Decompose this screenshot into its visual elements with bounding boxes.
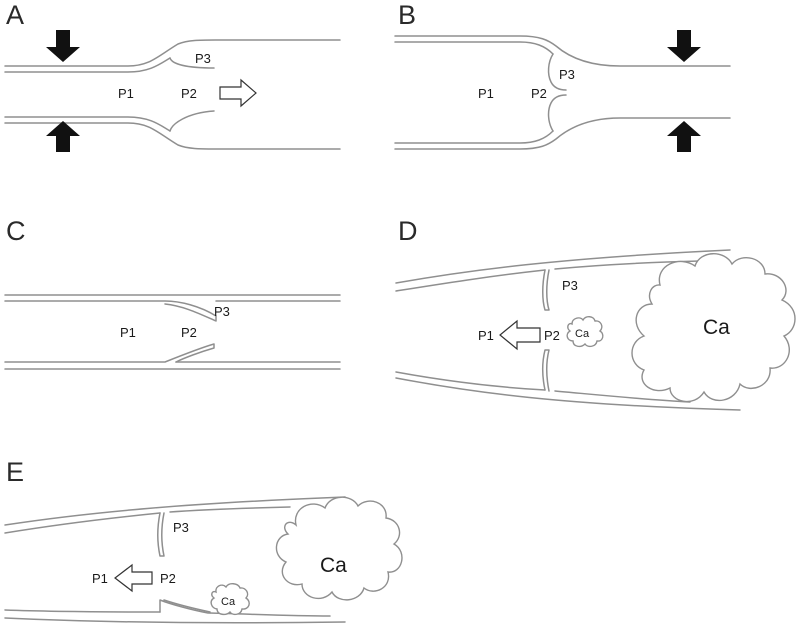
panel-d: D Ca Ca P1 P2 P3: [395, 216, 796, 411]
panel-e: E Ca Ca P1 P2 P3: [4, 457, 403, 624]
panel-d-letter: D: [398, 216, 418, 246]
panel-b-compression-arrow-bottom: [667, 121, 701, 152]
panel-d-label-ca-small: Ca: [575, 328, 590, 340]
panel-a-flow-arrow: [219, 78, 257, 108]
panel-a-label-p1: P1: [118, 86, 134, 101]
panel-a: A P1 P2 P3: [4, 0, 341, 152]
panel-d-label-p3: P3: [562, 278, 578, 293]
panel-a-letter: A: [6, 0, 24, 30]
panel-e-letter: E: [6, 457, 24, 487]
panel-b-valve: [547, 53, 567, 132]
panel-a-vessel: [4, 39, 341, 150]
panel-a-label-p2: P2: [181, 86, 197, 101]
panel-e-label-ca-small: Ca: [221, 596, 236, 608]
panel-e-calcification-large-icon: [275, 496, 403, 601]
panel-c-label-p1: P1: [120, 325, 136, 340]
panel-d-flow-arrow: [499, 319, 541, 351]
panel-b-label-p3: P3: [559, 67, 575, 82]
panel-b-vessel: [394, 35, 731, 150]
panel-c-label-p2: P2: [181, 325, 197, 340]
panel-b: B P1 P2 P3: [394, 0, 731, 152]
panel-c-vessel: [4, 294, 341, 370]
panel-e-calcification-small-icon: [210, 583, 250, 616]
panel-a-compression-arrow-bottom: [46, 121, 80, 152]
panel-a-compression-arrow-top: [46, 30, 80, 62]
panel-b-compression-arrow-top: [667, 30, 701, 62]
panel-d-calcification-large-icon: [631, 253, 796, 403]
panel-b-label-p1: P1: [478, 86, 494, 101]
panel-d-calcification-small-icon: [566, 316, 604, 348]
panel-e-label-p1: P1: [92, 571, 108, 586]
panel-b-label-p2: P2: [531, 86, 547, 101]
panel-e-label-p2: P2: [160, 571, 176, 586]
panel-e-flow-arrow: [114, 563, 153, 593]
panel-b-letter: B: [398, 0, 416, 30]
panel-c-label-p3: P3: [214, 304, 230, 319]
panel-e-label-p3: P3: [173, 520, 189, 535]
panel-a-valve: [169, 57, 215, 132]
panel-e-label-ca-large: Ca: [320, 554, 347, 577]
panel-a-label-p3: P3: [195, 51, 211, 66]
panel-e-valve: [157, 512, 211, 614]
panel-d-valve: [542, 269, 550, 392]
panel-d-label-ca-large: Ca: [703, 316, 730, 339]
panel-c-letter: C: [6, 216, 26, 246]
panel-e-vessel: [4, 496, 346, 624]
panel-d-label-p1: P1: [478, 328, 494, 343]
panel-c: C P1 P2 P3: [4, 216, 341, 370]
panel-d-label-p2: P2: [544, 328, 560, 343]
